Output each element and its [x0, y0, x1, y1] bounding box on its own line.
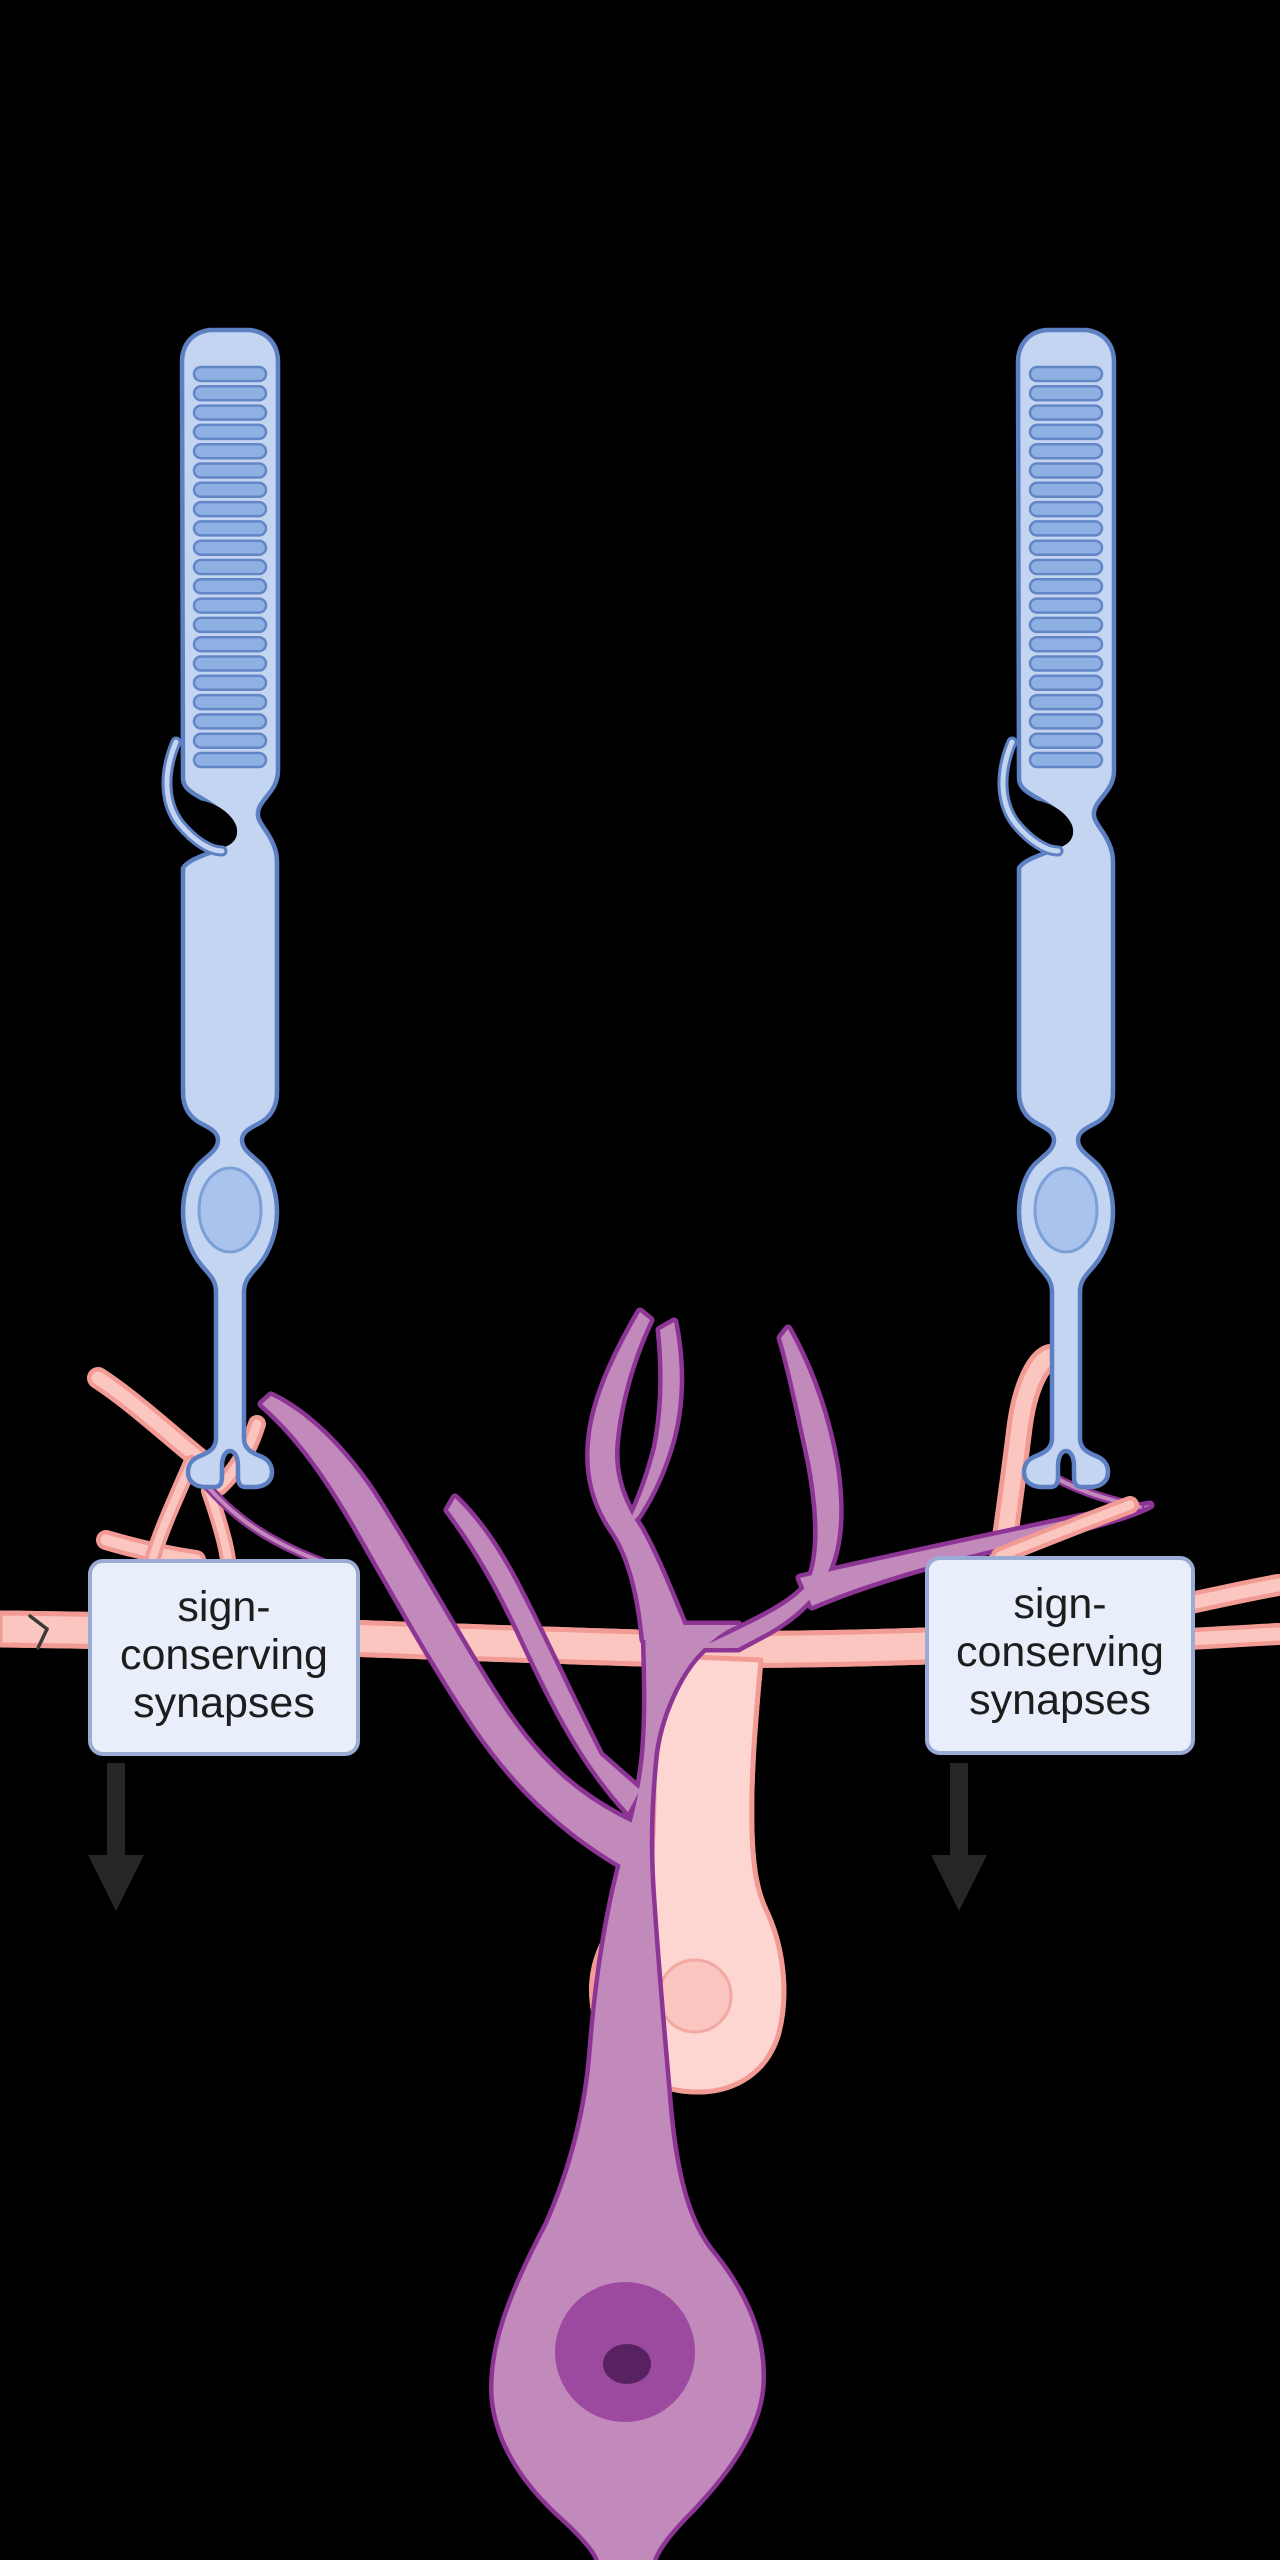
horizontal-cell-nucleus — [657, 1958, 733, 2034]
outer-segment-discs — [192, 365, 268, 769]
label-line: synapses — [969, 1676, 1151, 1724]
photoreceptor-nucleus — [197, 1166, 263, 1254]
label-box — [925, 1556, 1195, 1755]
bipolar-cell-nucleolus — [603, 2344, 651, 2384]
down-arrow-icon — [88, 1763, 144, 1911]
bipolar-cell — [262, 1312, 1150, 2560]
label-line: sign- — [177, 1583, 270, 1631]
label-left-sign-conserving: sign- conserving synapses — [88, 1559, 360, 1756]
tick-mark — [28, 1614, 49, 1650]
photoreceptor-right — [1003, 330, 1114, 1487]
label-box — [88, 1559, 360, 1756]
down-arrow-icon — [931, 1763, 987, 1911]
label-line: synapses — [133, 1679, 315, 1727]
label-line: sign- — [1013, 1580, 1106, 1628]
label-line: conserving — [956, 1628, 1164, 1676]
horizontal-cell-overlap-strand — [991, 1496, 1139, 1565]
label-right-sign-conserving: sign- conserving synapses — [925, 1556, 1195, 1755]
photoreceptor-left — [161, 327, 281, 1490]
label-line: conserving — [120, 1631, 328, 1679]
